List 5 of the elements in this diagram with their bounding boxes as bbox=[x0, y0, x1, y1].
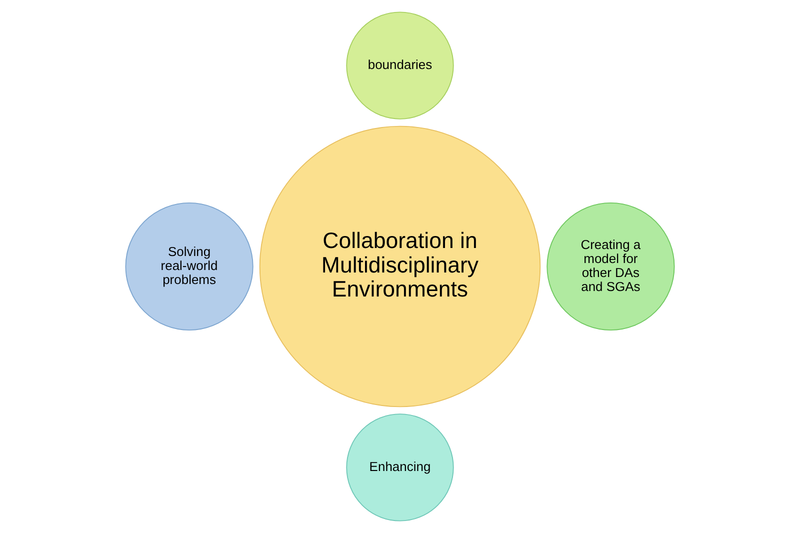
node-circle: Solving real-world problems bbox=[125, 202, 254, 331]
node-circle: boundaries bbox=[346, 12, 454, 120]
node-circle: Collaboration in Multidisciplinary Environments bbox=[259, 126, 541, 408]
node-circle: Enhancing bbox=[346, 414, 454, 522]
node-circle: Creating a model for other DAs and SGAs bbox=[546, 202, 675, 331]
